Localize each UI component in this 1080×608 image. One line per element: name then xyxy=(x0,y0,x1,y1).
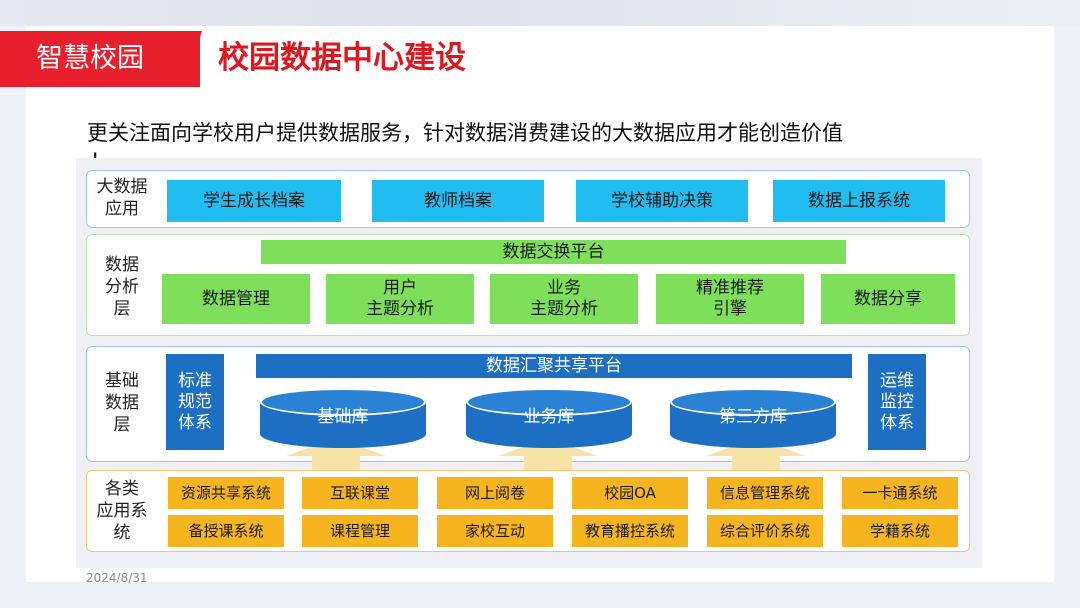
app-system-box: 综合评价系统 xyxy=(707,515,823,547)
database-business: 业务库 xyxy=(466,388,632,448)
app-system-box: 互联课堂 xyxy=(302,477,418,509)
analysis-box-line: 主题分析 xyxy=(366,299,434,320)
layer-label-line: 应用 xyxy=(88,198,156,220)
app-system-box: 家校互动 xyxy=(437,515,553,547)
analysis-box: 数据分享 xyxy=(821,274,955,324)
app-box-decision-support: 学校辅助决策 xyxy=(576,180,748,222)
standards-system-box: 标准 规范 体系 xyxy=(166,354,224,450)
analysis-box-line: 数据管理 xyxy=(202,289,270,310)
analysis-box-line: 主题分析 xyxy=(530,299,598,320)
analysis-box: 用户主题分析 xyxy=(326,274,474,324)
analysis-box-line: 精准推荐 xyxy=(696,278,764,299)
layer-label-big-data-app: 大数据 应用 xyxy=(88,176,156,220)
footer-date: 2024/8/31 xyxy=(86,571,148,585)
app-system-box: 网上阅卷 xyxy=(437,477,553,509)
layer-label-applications: 各类 应用系 统 xyxy=(88,478,156,544)
app-box-student-archive: 学生成长档案 xyxy=(167,180,341,222)
ops-line: 监控 xyxy=(880,392,914,413)
database-label: 业务库 xyxy=(466,406,632,428)
layer-label-line: 层 xyxy=(88,414,156,436)
analysis-box: 数据管理 xyxy=(162,274,310,324)
architecture-diagram: 大数据 应用 学生成长档案 教师档案 学校辅助决策 数据上报系统 数据 分析 层… xyxy=(76,158,982,568)
analysis-box-line: 数据分享 xyxy=(854,289,922,310)
app-system-box: 备授课系统 xyxy=(168,515,284,547)
analysis-box-line: 引擎 xyxy=(696,299,764,320)
app-system-box: 校园OA xyxy=(572,477,688,509)
app-system-box: 资源共享系统 xyxy=(168,477,284,509)
layer-label-line: 分析 xyxy=(88,276,156,298)
app-system-box: 信息管理系统 xyxy=(707,477,823,509)
app-box-teacher-archive: 教师档案 xyxy=(372,180,544,222)
page-title: 校园数据中心建设 xyxy=(218,34,466,82)
app-box-data-reporting: 数据上报系统 xyxy=(773,180,945,222)
layer-label-line: 数据 xyxy=(88,392,156,414)
app-system-box: 教育播控系统 xyxy=(572,515,688,547)
analysis-box: 业务主题分析 xyxy=(490,274,638,324)
analysis-box-line: 业务 xyxy=(530,278,598,299)
database-label: 基础库 xyxy=(260,406,426,428)
analysis-box: 精准推荐引擎 xyxy=(656,274,804,324)
data-exchange-platform: 数据交换平台 xyxy=(261,240,846,264)
data-aggregation-platform: 数据汇聚共享平台 xyxy=(256,354,852,378)
layer-label-line: 数据 xyxy=(88,254,156,276)
database-base: 基础库 xyxy=(260,388,426,448)
standards-line: 规范 xyxy=(178,392,212,413)
layer-label-line: 统 xyxy=(88,522,156,544)
layer-label-line: 层 xyxy=(88,298,156,320)
background-decoration xyxy=(0,0,1080,26)
layer-label-line: 大数据 xyxy=(88,176,156,198)
app-system-box: 课程管理 xyxy=(302,515,418,547)
brand-banner: 智慧校园 xyxy=(0,31,200,87)
standards-line: 标准 xyxy=(178,371,212,392)
layer-label-base-data: 基础 数据 层 xyxy=(88,370,156,436)
subtitle: 更关注面向学校用户提供数据服务，针对数据消费建设的大数据应用才能创造价值 xyxy=(87,118,843,148)
standards-line: 体系 xyxy=(178,413,212,434)
brand-banner-edge xyxy=(184,31,202,87)
layer-label-line: 基础 xyxy=(88,370,156,392)
analysis-box-line: 用户 xyxy=(366,278,434,299)
database-third-party: 第三方库 xyxy=(670,388,836,448)
ops-line: 运维 xyxy=(880,371,914,392)
ops-monitoring-box: 运维 监控 体系 xyxy=(868,354,926,450)
layer-label-analysis: 数据 分析 层 xyxy=(88,254,156,320)
database-label: 第三方库 xyxy=(670,406,836,428)
layer-label-line: 各类 xyxy=(88,478,156,500)
ops-line: 体系 xyxy=(880,413,914,434)
app-system-box: 一卡通系统 xyxy=(842,477,958,509)
app-system-box: 学籍系统 xyxy=(842,515,958,547)
layer-label-line: 应用系 xyxy=(88,500,156,522)
